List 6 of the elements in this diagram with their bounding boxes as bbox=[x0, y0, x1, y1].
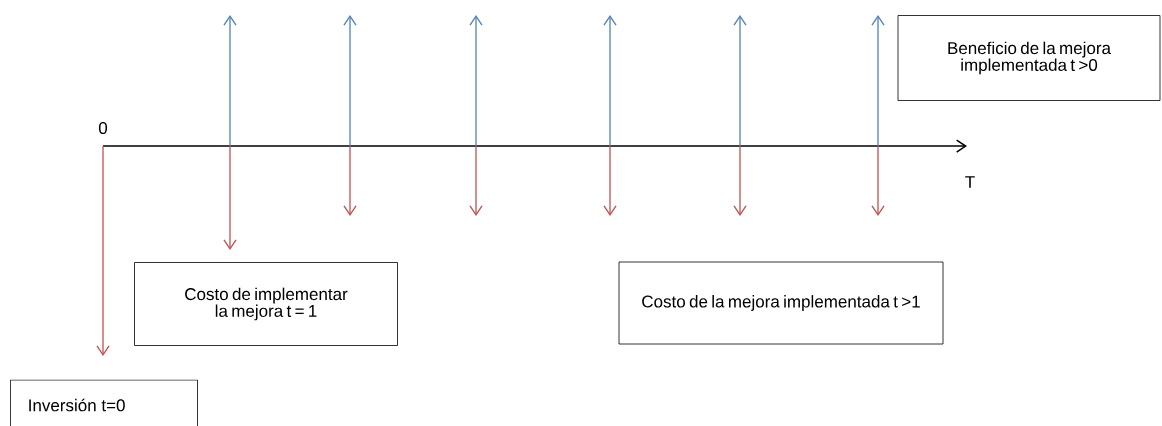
axis-label: T bbox=[965, 176, 975, 188]
text-box: Costo de la mejora implementada t >1 bbox=[618, 261, 944, 345]
text-box: Costo de implementar la mejora t = 1 bbox=[134, 262, 398, 346]
text-box: Inversión t=0 bbox=[10, 379, 198, 426]
axis-label: 0 bbox=[98, 122, 108, 135]
text-box: Beneficio de la mejora implementada t >0 bbox=[897, 15, 1161, 101]
